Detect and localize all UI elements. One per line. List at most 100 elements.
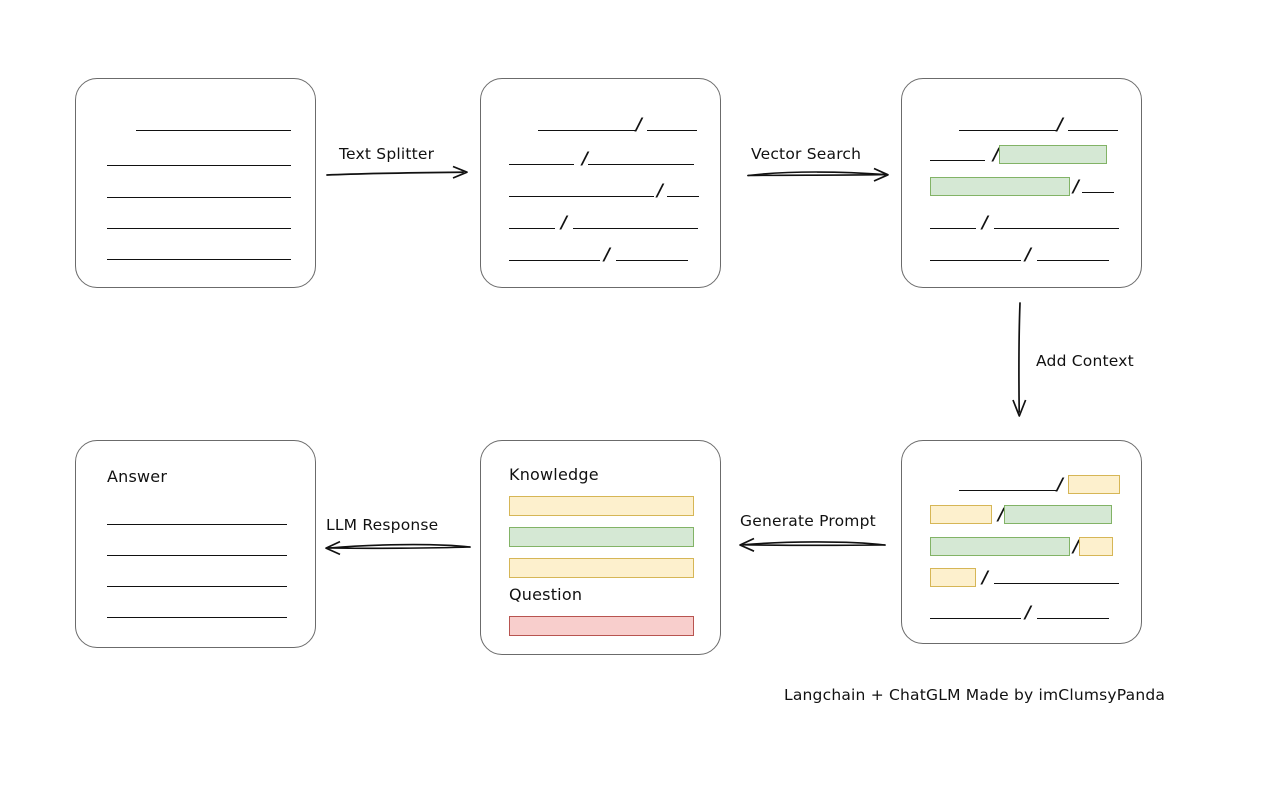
llm-response-edge: LLM Response: [320, 516, 475, 564]
chunk-separator-slash: /: [561, 213, 568, 233]
text-rule: [107, 259, 291, 260]
answer-card[interactable]: Answer: [75, 440, 316, 648]
text-rule: [107, 524, 287, 525]
document-line-row: [107, 184, 291, 198]
question-bar-red: [509, 616, 694, 636]
chunk-line-row: /: [930, 568, 1120, 588]
text-rule: [107, 228, 291, 229]
matched-chunk-highlight: [1004, 505, 1113, 524]
matched-chunk-highlight: [930, 177, 1070, 196]
text-rule: [509, 164, 574, 165]
footer-credit: Langchain + ChatGLM Made by imClumsyPand…: [784, 686, 1166, 704]
text-rule: [107, 165, 291, 166]
text-rule: [588, 164, 695, 165]
text-splitter-edge-label: Text Splitter: [339, 145, 435, 163]
split-chunks-card[interactable]: / / / / /: [480, 78, 721, 288]
generate-prompt-arrow: [739, 537, 886, 552]
generate-prompt-edge-label: Generate Prompt: [740, 512, 876, 530]
document-line-row: [107, 215, 291, 229]
answer-line-row: [107, 604, 287, 618]
answer-label: Answer: [107, 467, 168, 486]
chunk-separator-slash: /: [1057, 115, 1064, 135]
text-rule: [107, 555, 287, 556]
vector-matched-card[interactable]: / / / / /: [901, 78, 1142, 288]
generate-prompt-edge: Generate Prompt: [735, 512, 890, 560]
chunk-separator-slash: /: [1025, 245, 1032, 265]
add-context-edge-label: Add Context: [1036, 352, 1134, 370]
chunk-separator-slash: /: [657, 181, 664, 201]
chunk-line-row: /: [509, 149, 695, 169]
text-rule: [930, 618, 1021, 619]
chunk-line-row: /: [930, 245, 1110, 265]
text-rule: [930, 260, 1021, 261]
text-rule: [930, 160, 985, 161]
text-rule: [107, 617, 287, 618]
add-context-arrow: [1012, 302, 1027, 417]
chunk-separator-slash: /: [1073, 537, 1080, 557]
llm-response-edge-label: LLM Response: [326, 516, 439, 534]
context-chunk-highlight: [1079, 537, 1114, 556]
context-chunk-highlight: [930, 568, 976, 587]
answer-line-row: [107, 542, 287, 556]
vector-search-arrow: [747, 167, 889, 182]
text-rule: [1082, 192, 1115, 193]
text-rule: [647, 130, 698, 131]
text-rule: [667, 196, 700, 197]
text-rule: [1037, 260, 1110, 261]
answer-line-row: [107, 573, 287, 587]
text-rule: [509, 228, 555, 229]
text-rule: [509, 260, 600, 261]
chunk-line-row: /: [509, 245, 689, 265]
chunk-line-row: /: [930, 603, 1110, 623]
text-rule: [136, 130, 291, 131]
chunk-separator-slash: /: [604, 245, 611, 265]
text-rule: [573, 228, 699, 229]
text-rule: [959, 130, 1057, 131]
document-line-row: [107, 152, 291, 166]
vector-search-edge-label: Vector Search: [751, 145, 862, 163]
knowledge-bar-yellow-2: [509, 558, 694, 578]
chunk-line-row: /: [930, 505, 1113, 525]
chunk-separator-slash: /: [1057, 475, 1064, 495]
text-rule: [107, 197, 291, 198]
knowledge-bar-green-1: [509, 527, 694, 547]
prompt-card[interactable]: Knowledge Question: [480, 440, 721, 655]
context-chunk-highlight: [930, 505, 992, 524]
chunk-line-row: /: [509, 181, 700, 201]
chunk-separator-slash: /: [998, 505, 1005, 525]
text-rule: [107, 586, 287, 587]
vector-search-edge: Vector Search: [745, 145, 895, 187]
text-rule: [509, 196, 654, 197]
text-rule: [1037, 618, 1110, 619]
context-chunk-highlight: [1068, 475, 1121, 494]
llm-response-arrow: [325, 540, 471, 556]
document-line-row: [136, 117, 291, 131]
chunk-line-row: /: [959, 475, 1121, 495]
chunk-line-row: /: [930, 213, 1120, 233]
document-line-row: [107, 246, 291, 260]
chunk-line-row: /: [930, 177, 1115, 197]
chunk-separator-slash: /: [982, 568, 989, 588]
question-label: Question: [509, 585, 583, 604]
answer-line-row: [107, 511, 287, 525]
add-context-edge: Add Context: [1000, 300, 1160, 425]
text-rule: [994, 583, 1120, 584]
text-rule: [930, 228, 976, 229]
source-document-card[interactable]: [75, 78, 316, 288]
chunk-separator-slash: /: [1025, 603, 1032, 623]
chunk-line-row: /: [930, 145, 1108, 165]
chunk-line-row: /: [959, 115, 1119, 135]
matched-chunk-highlight: [930, 537, 1070, 556]
chunk-separator-slash: /: [993, 145, 1000, 165]
text-rule: [616, 260, 689, 261]
knowledge-bar-yellow-1: [509, 496, 694, 516]
chunk-line-row: /: [538, 117, 698, 134]
context-document-card[interactable]: / / / / /: [901, 440, 1142, 644]
chunk-separator-slash: /: [1073, 177, 1080, 197]
text-splitter-edge: Text Splitter: [325, 145, 475, 184]
chunk-separator-slash: /: [982, 213, 989, 233]
chunk-separator-slash: /: [582, 149, 589, 169]
text-splitter-arrow: [326, 165, 468, 179]
text-rule: [538, 130, 636, 131]
